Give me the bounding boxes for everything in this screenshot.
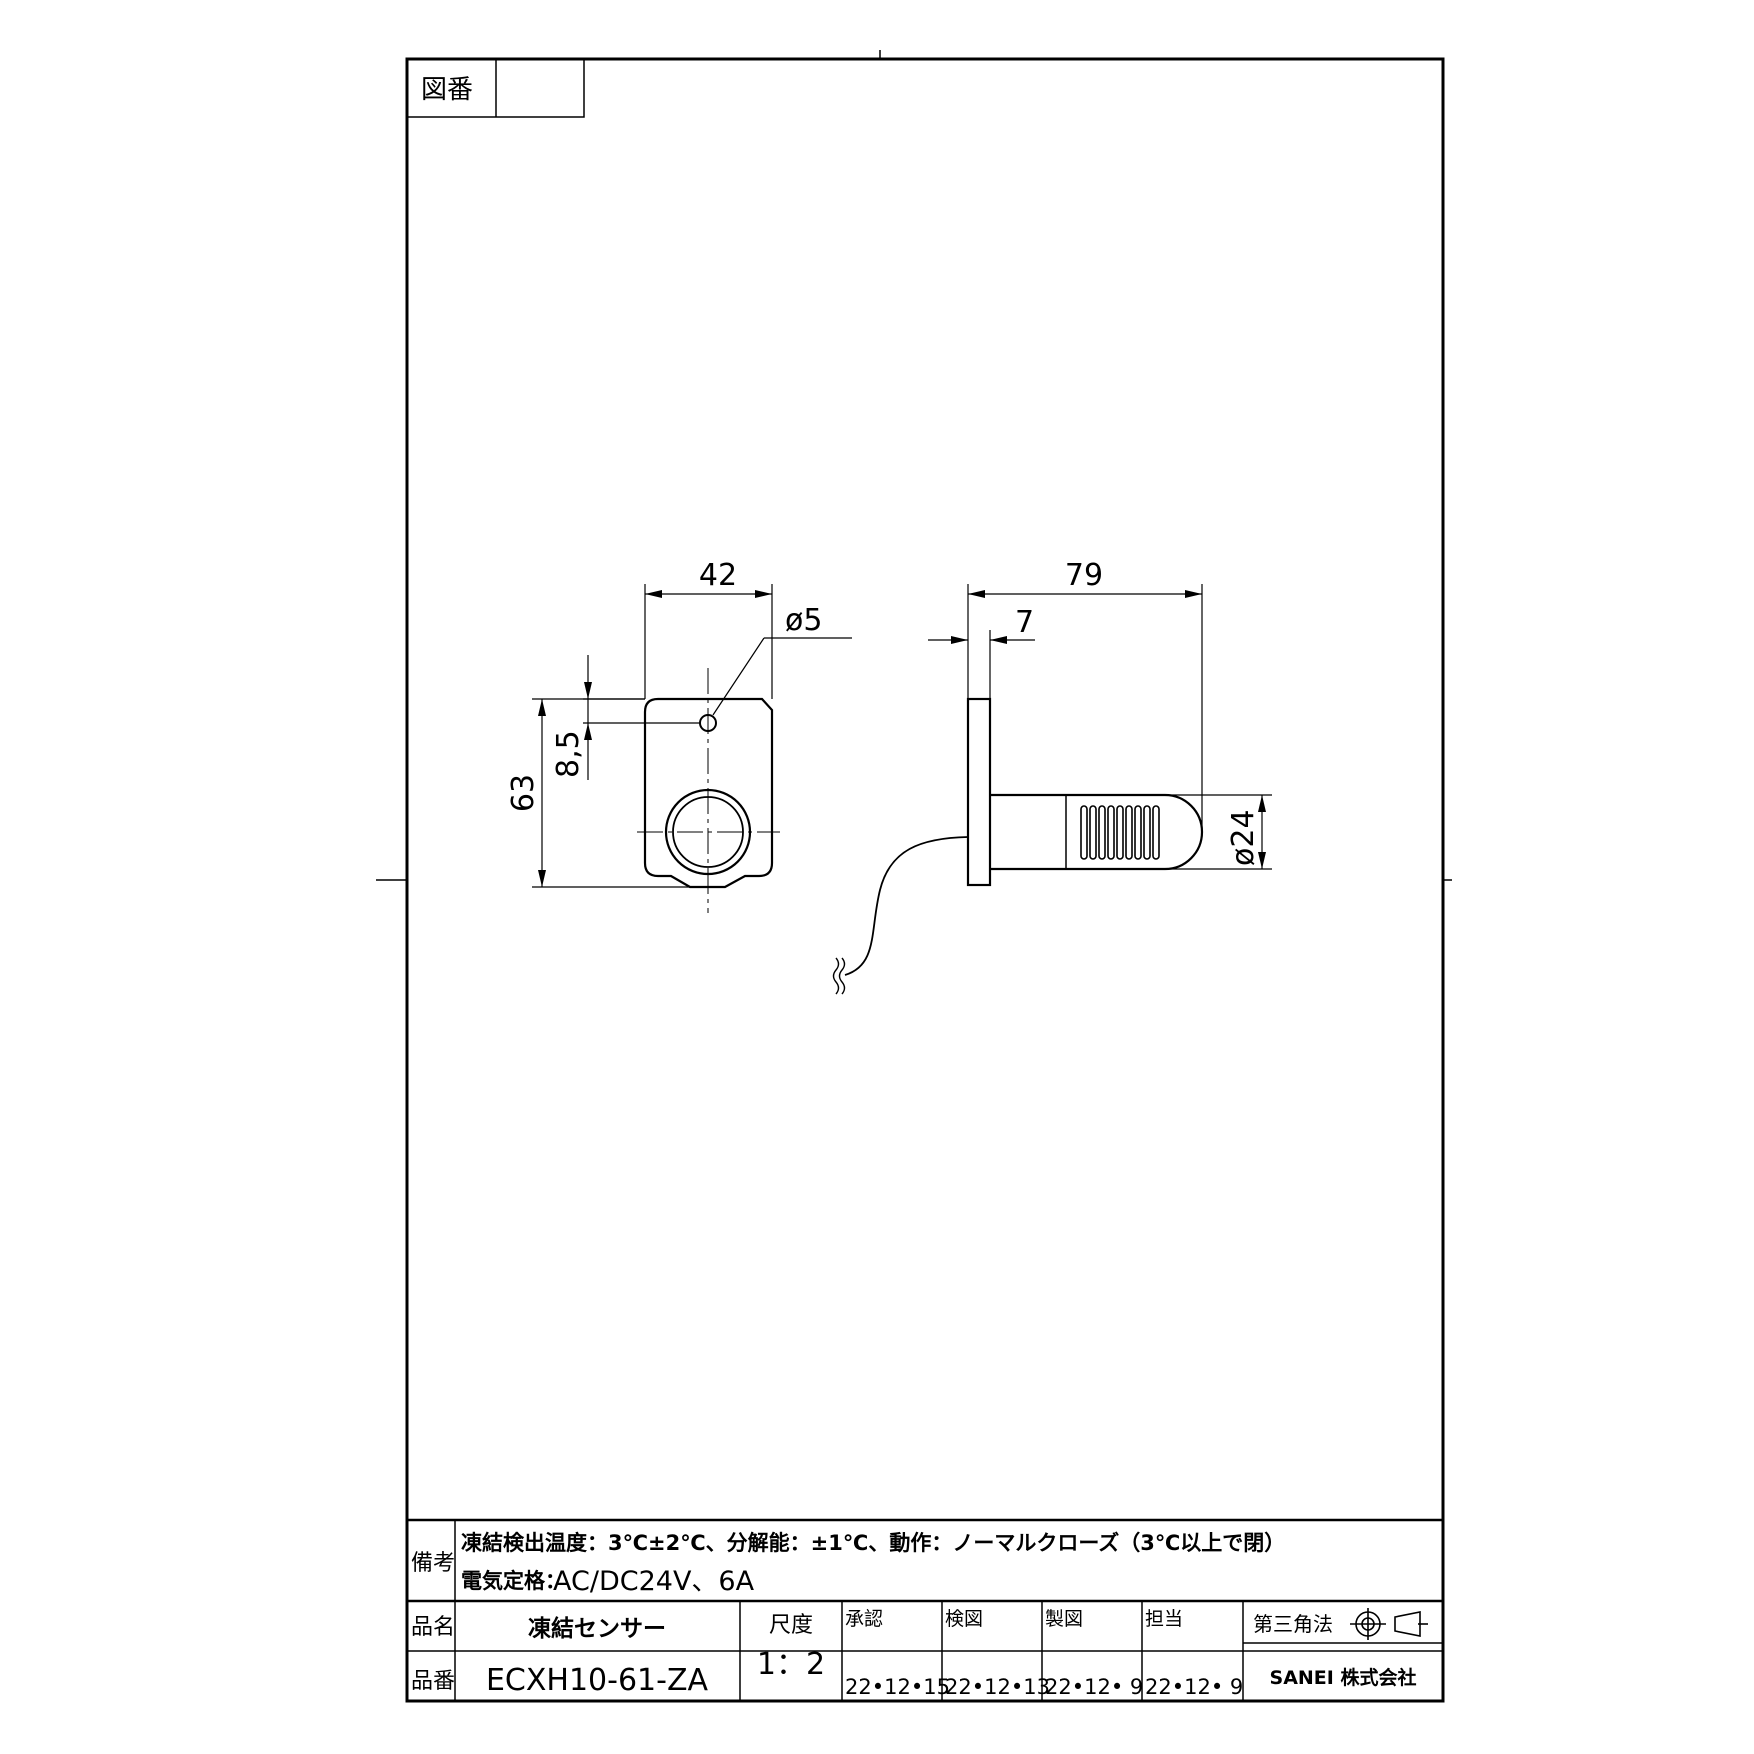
in-charge-label: 担当 bbox=[1145, 1608, 1183, 1630]
front-view-dimensions: 42 ø5 8,5 63 bbox=[506, 558, 852, 888]
drawn-label: 製図 bbox=[1045, 1608, 1083, 1630]
remarks-line-1: 凍結検出温度：3℃±2℃、分解能：±1℃、動作：ノーマルクローズ（3℃以上で閉） bbox=[461, 1531, 1285, 1555]
projection-label: 第三角法 bbox=[1253, 1612, 1333, 1636]
third-angle-projection-icon bbox=[1350, 1608, 1428, 1640]
drawn-date: 22•12• 9 bbox=[1045, 1675, 1143, 1699]
remarks-label: 備考 bbox=[411, 1551, 455, 1576]
approved-label: 承認 bbox=[845, 1608, 883, 1630]
dimension-flange: 7 bbox=[1015, 605, 1034, 640]
product-name-value: 凍結センサー bbox=[528, 1615, 666, 1642]
remarks-block: 備考 凍結検出温度：3℃±2℃、分解能：±1℃、動作：ノーマルクローズ（3℃以上… bbox=[407, 1518, 1443, 1603]
lead-wire bbox=[844, 836, 969, 976]
company-name: SANEI 株式会社 bbox=[1270, 1666, 1417, 1689]
dimension-hole-diameter: ø5 bbox=[785, 603, 822, 638]
wire-break-symbol bbox=[832, 957, 846, 995]
scale-value: 1：2 bbox=[757, 1647, 825, 1682]
side-view-dimensions: 79 7 ø24 bbox=[928, 558, 1272, 870]
dimension-height: 63 bbox=[506, 774, 541, 812]
drawing-number-box: 図番 bbox=[406, 58, 585, 118]
product-name-label: 品名 bbox=[411, 1615, 455, 1640]
sheet-border bbox=[405, 57, 1445, 1703]
product-number-label: 品番 bbox=[411, 1669, 455, 1694]
scale-label: 尺度 bbox=[769, 1613, 813, 1638]
mounting-flange bbox=[966, 697, 992, 887]
dimension-hole-offset: 8,5 bbox=[551, 730, 586, 778]
dimension-width: 42 bbox=[699, 558, 737, 593]
drawing-number-label: 図番 bbox=[421, 75, 473, 105]
in-charge-date: 22•12• 9 bbox=[1145, 1675, 1243, 1699]
remarks-line-2-label: 電気定格： bbox=[461, 1569, 566, 1593]
dimension-length: 79 bbox=[1065, 558, 1103, 593]
probe-vent-slots bbox=[1080, 805, 1160, 860]
dimension-probe-diameter: ø24 bbox=[1226, 809, 1261, 866]
title-block: 品名 凍結センサー 品番 ECXH10-61-ZA 尺度 1：2 承認 22•1… bbox=[407, 1601, 1443, 1701]
checked-date: 22•12•13 bbox=[945, 1675, 1050, 1699]
remarks-line-2-value: AC/DC24V、6A bbox=[553, 1566, 755, 1597]
front-view bbox=[637, 668, 780, 913]
checked-label: 検図 bbox=[945, 1608, 983, 1630]
product-number-value: ECXH10-61-ZA bbox=[486, 1663, 709, 1698]
approved-date: 22•12•15 bbox=[845, 1675, 950, 1699]
sensor-plate-outline bbox=[643, 697, 774, 889]
side-view bbox=[832, 697, 1204, 995]
